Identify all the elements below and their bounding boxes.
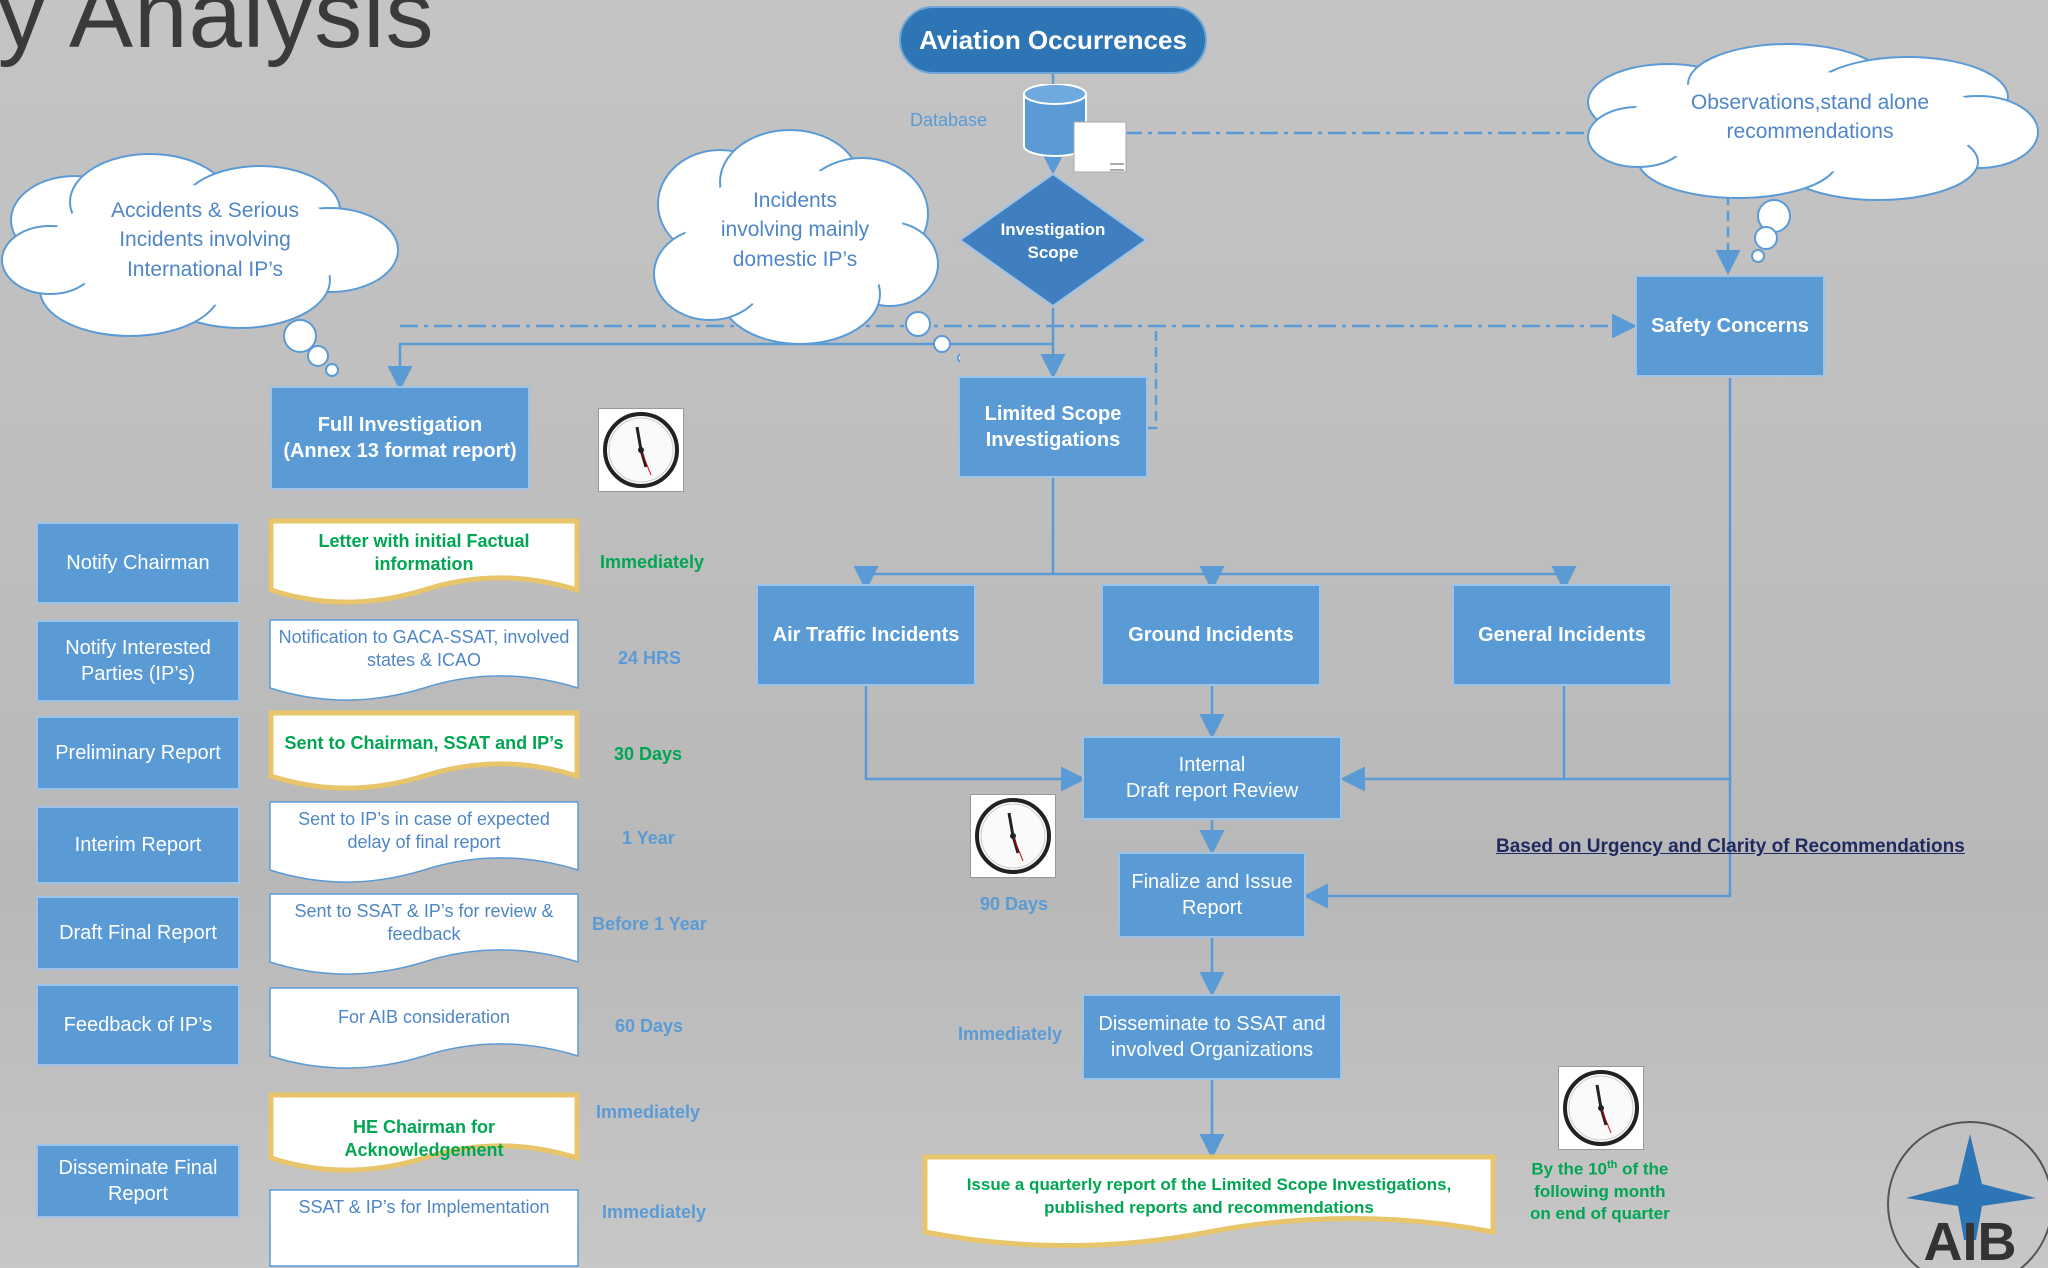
step-label-box: Preliminary Report [36,716,240,790]
step-time: Immediately [602,1202,707,1222]
step-doc: For AIB consideration [268,986,580,1074]
step-doc: Sent to IP’s in case of expected delay o… [268,800,580,888]
step-label-box: Notify Interested Parties (IP’s) [36,620,240,702]
cloud-right-line1: Observations,stand alone [1690,91,1930,114]
quarterly-report-doc: Issue a quarterly report of the Limited … [922,1154,1496,1250]
limited-scope-line1: Limited Scope [984,403,1122,425]
step-doc: Letter with initial Factual information [268,518,580,610]
ground-incidents-box: Ground Incidents [1101,584,1321,686]
step-time: 60 Days [615,1016,684,1036]
connector-to-full [387,342,1053,391]
decision-line2: Scope [1027,243,1078,262]
logo-text: AIB [1924,1212,2017,1268]
internal-review-box: Internal Draft report Review [1082,736,1342,820]
connector-general-review [1340,686,1566,792]
step-doc-text: Sent to IP’s in case of expected delay o… [298,809,550,853]
plane-emblem [1906,1134,2036,1240]
internal-review-line1: Internal [1178,754,1246,776]
step-time: 24 HRS [618,648,682,668]
aviation-occurrences-node: Aviation Occurrences [899,6,1207,74]
by-tenth-label: By the 10th of the following month on en… [1530,1158,1670,1225]
quarterly-line2: published reports and recommendations [1044,1197,1374,1217]
step-doc-text: HE Chairman for Acknowledgement [344,1117,504,1161]
step-doc-text: SSAT & IP’s for Implementation [298,1197,550,1217]
step-time: Before 1 Year [592,914,707,934]
finalize-report-box: Finalize and Issue Report [1118,852,1306,938]
clock-icon [598,408,684,492]
cloud-right-line2: recommendations [1726,120,1894,144]
connector-limited-dash [1147,326,1158,430]
full-investigation-line1: Full Investigation [317,414,483,436]
step-doc-text: Sent to Chairman, SSAT and IP’s [284,733,564,753]
finalize-line1: Finalize and Issue [1131,871,1293,893]
finalize-line2: Report [1181,897,1243,919]
by-tenth-post: of the [1617,1159,1669,1179]
quarterly-doc-shape [922,1154,1496,1248]
disseminate-line2: involved Organizations [1110,1039,1314,1061]
step-doc: Notification to GACA-SSAT, involved stat… [268,618,580,706]
cloud-middle-text: Incidents involving mainly domestic IP’s [680,186,910,274]
step-doc: Sent to SSAT & IP’s for review & feedbac… [268,892,580,980]
by-tenth-line2: following month [1534,1181,1666,1201]
step-doc: SSAT & IP’s for Implementation [268,1188,580,1268]
step-doc-text: Sent to SSAT & IP’s for review & feedbac… [294,901,554,945]
ninety-days-label: 90 Days [980,894,1049,914]
step-time: Immediately [596,1102,701,1122]
database-label: Database [910,110,988,130]
immediately-right-label: Immediately [958,1024,1063,1044]
step-label-box: Disseminate Final Report [36,1144,240,1218]
step-doc: HE Chairman for Acknowledgement [268,1092,580,1178]
limited-scope-box: Limited Scope Investigations [958,376,1148,478]
full-investigation-line2: (Annex 13 format report) [283,440,517,462]
safety-concerns-box: Safety Concerns [1635,275,1825,377]
cloud-left-line1: Accidents & Serious [111,199,299,222]
step-label-box: Feedback of IP’s [36,984,240,1066]
step-label-box: Draft Final Report [36,896,240,970]
page-title: ty Analysis [0,0,435,68]
clock-icon [970,794,1056,878]
cloud-left-text: Accidents & Serious Incidents involving … [70,196,340,284]
disseminate-line1: Disseminate to SSAT and [1098,1013,1326,1035]
cloud-left-line2: Incidents involving [119,228,291,252]
step-time: 1 Year [622,828,675,848]
step-time: Immediately [600,552,705,572]
connector-safety-finalize [1303,378,1732,909]
cloud-right [1587,43,2039,263]
step-doc-text: Notification to GACA-SSAT, involved stat… [278,627,570,671]
cloud-left-line3: International IP’s [126,257,284,281]
connector-air-review [864,686,1086,792]
cloud-right-text: Observations,stand alone recommendations [1640,88,1980,147]
disseminate-box: Disseminate to SSAT and involved Organiz… [1082,994,1342,1080]
urgency-note: Based on Urgency and Clarity of Recommen… [1496,836,1965,857]
cloud-middle-line2: involving mainly [720,218,870,242]
step-doc-text: For AIB consideration [337,1007,511,1027]
step-doc: Sent to Chairman, SSAT and IP’s [268,710,580,796]
step-doc-text: Letter with initial Factual information [318,531,530,575]
limited-scope-line2: Investigations [985,429,1121,451]
step-label-box: Interim Report [36,806,240,884]
database-icon [1023,84,1127,173]
cloud-left [1,153,399,377]
by-tenth-sup: th [1606,1159,1618,1171]
cloud-middle-line1: Incidents [752,189,838,212]
cloud-middle [653,129,960,363]
step-label-box: Notify Chairman [36,522,240,604]
general-incidents-box: General Incidents [1452,584,1672,686]
decision-line1: Investigation [1001,220,1106,239]
air-traffic-incidents-box: Air Traffic Incidents [756,584,976,686]
quarterly-line1: Issue a quarterly report of the Limited … [966,1175,1452,1194]
full-investigation-box: Full Investigation (Annex 13 format repo… [270,386,530,490]
investigation-scope-decision: Investigation Scope [958,172,1148,308]
by-tenth-pre: By the 10 [1531,1159,1607,1179]
by-tenth-line3: on end of quarter [1530,1203,1670,1223]
internal-review-line2: Draft report Review [1125,780,1299,802]
cloud-middle-line3: domestic IP’s [732,247,858,271]
aib-logo: AIB [1887,1121,2048,1268]
step-time: 30 Days [614,744,683,764]
clock-icon [1558,1066,1644,1150]
